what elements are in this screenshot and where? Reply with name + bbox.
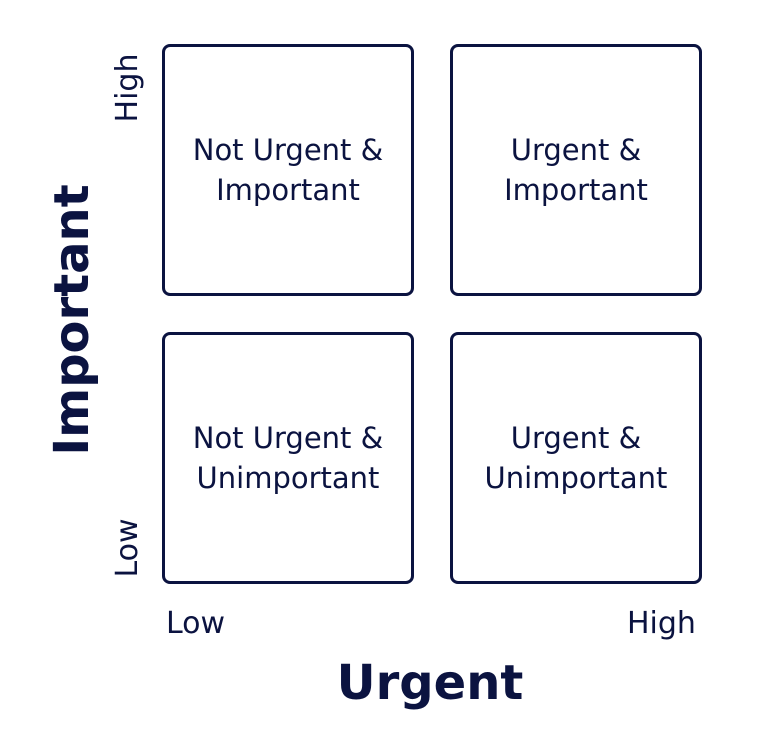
x-axis-high-label: High: [627, 606, 696, 641]
quadrant-label-line2: Important: [216, 173, 360, 207]
quadrant-not-urgent-important: Not Urgent & Important: [162, 44, 414, 296]
quadrant-urgent-unimportant: Urgent & Unimportant: [450, 332, 702, 584]
y-axis-low-label: Low: [110, 518, 145, 578]
quadrant-label-line1: Not Urgent &: [192, 133, 384, 167]
y-axis-high-label: High: [110, 53, 145, 123]
quadrant-label-line2: Unimportant: [484, 461, 668, 495]
x-axis-low-label: Low: [166, 606, 226, 641]
y-axis-title: Important: [44, 184, 100, 456]
quadrant-label: Not Urgent & Important: [183, 130, 394, 210]
quadrant-label: Urgent & Unimportant: [475, 418, 678, 498]
quadrant-label: Not Urgent & Unimportant: [183, 418, 394, 498]
quadrant-label-line2: Unimportant: [196, 461, 380, 495]
quadrant-not-urgent-unimportant: Not Urgent & Unimportant: [162, 332, 414, 584]
quadrant-label: Urgent & Important: [494, 130, 658, 210]
quadrant-label-line1: Urgent &: [510, 421, 642, 455]
quadrant-urgent-important: Urgent & Important: [450, 44, 702, 296]
quadrant-label-line1: Urgent &: [510, 133, 642, 167]
x-axis-title: Urgent: [336, 655, 524, 711]
quadrant-label-line2: Important: [504, 173, 648, 207]
quadrant-label-line1: Not Urgent &: [192, 421, 384, 455]
